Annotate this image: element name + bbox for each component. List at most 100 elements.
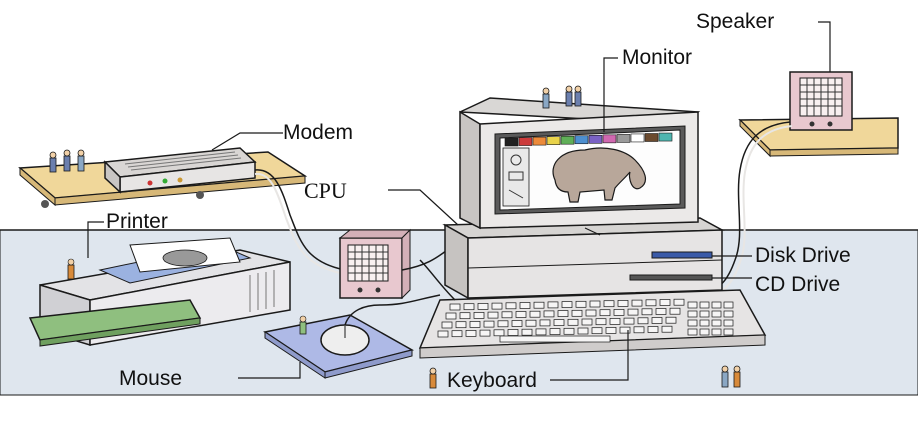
palette-swatch	[518, 137, 533, 146]
keyboard-key	[647, 326, 659, 333]
keyboard-key	[665, 316, 677, 324]
keyboard-spacebar	[499, 335, 611, 343]
keyboard-key	[585, 309, 597, 317]
monitor-device	[459, 97, 701, 236]
keyboard-key	[673, 298, 685, 306]
mouse-device	[263, 294, 441, 379]
paint-palette	[504, 132, 673, 147]
keyboard-key	[479, 329, 491, 337]
keyboard-key	[437, 330, 449, 338]
palette-swatch	[504, 137, 519, 147]
keyboard-label: Keyboard	[447, 369, 537, 392]
keyboard-key	[547, 301, 559, 309]
keyboard-key	[633, 326, 645, 334]
modem-label: Modem	[283, 121, 354, 144]
keyboard-key	[575, 300, 587, 308]
keyboard-key	[591, 327, 603, 335]
keyboard-key	[491, 302, 503, 310]
numpad-key	[687, 319, 698, 327]
keyboard-key	[445, 312, 457, 320]
keyboard-key	[473, 312, 485, 319]
keyboard-key	[619, 326, 631, 334]
keyboard-key	[617, 300, 629, 307]
keyboard-key	[477, 303, 489, 310]
palette-swatch	[658, 132, 673, 142]
numpad-key	[687, 310, 698, 318]
cd-drive-label: CD Drive	[755, 273, 841, 296]
speaker-device	[699, 71, 853, 299]
tiny-people-left	[49, 149, 85, 173]
keyboard-key	[641, 308, 653, 316]
keyboard-key	[511, 320, 523, 327]
keyboard-key	[661, 325, 673, 333]
keyboard-key	[557, 310, 569, 317]
tiny-people-monitor	[542, 85, 582, 109]
numpad-key	[711, 319, 722, 327]
numpad-key	[723, 328, 734, 336]
keyboard-key	[441, 321, 453, 329]
printer-device	[28, 237, 291, 347]
keyboard-key	[595, 318, 607, 326]
keyboard-key	[609, 318, 621, 325]
keyboard-key	[655, 308, 667, 315]
cpu-label: CPU	[304, 178, 347, 203]
monitor-label: Monitor	[622, 46, 693, 69]
modem-device	[103, 147, 346, 275]
keyboard-key	[501, 311, 513, 319]
keyboard-key	[525, 319, 537, 327]
keyboard-key	[659, 299, 671, 306]
keyboard-key	[605, 327, 617, 334]
keyboard-key	[507, 329, 519, 336]
keyboard-key	[627, 308, 639, 316]
keyboard-key	[483, 320, 495, 328]
numpad-key	[699, 319, 710, 327]
keyboard-key	[459, 312, 471, 320]
numpad-key	[711, 328, 722, 336]
keyboard-key	[567, 318, 579, 326]
numpad-key	[699, 310, 710, 318]
keyboard-key	[533, 301, 545, 309]
keyboard-key	[599, 309, 611, 317]
palette-swatch	[560, 135, 575, 145]
palette-swatch	[602, 134, 617, 144]
keyboard-device	[418, 259, 767, 359]
numpad-key	[699, 301, 710, 309]
keyboard-key	[469, 321, 481, 328]
system-unit	[442, 217, 725, 300]
palette-swatch	[588, 135, 603, 144]
right-shelf	[738, 117, 899, 158]
palette-swatch	[532, 136, 547, 146]
palette-swatch	[574, 135, 589, 145]
mouse-label: Mouse	[119, 367, 183, 390]
keyboard-key	[519, 302, 531, 309]
keyboard-key	[589, 300, 601, 308]
speaker-label: Speaker	[696, 10, 775, 33]
cd-drive-slot	[629, 274, 713, 281]
keyboard-key	[613, 309, 625, 316]
disk-drive-label: Disk Drive	[755, 244, 851, 267]
leader-lines	[87, 21, 831, 381]
keyboard-key	[561, 301, 573, 308]
keyboard-key	[449, 303, 461, 311]
keyboard-key	[505, 302, 517, 310]
keyboard-key	[455, 321, 467, 329]
keyboard-key	[463, 303, 475, 311]
keyboard-key	[529, 310, 541, 318]
keyboard-key	[543, 310, 555, 318]
keyboard-key	[603, 300, 615, 308]
keyboard-key	[553, 319, 565, 326]
keyboard-key	[451, 330, 463, 338]
numpad-key	[687, 328, 698, 336]
disk-drive-slot	[651, 251, 713, 259]
tiny-people-bottom	[429, 365, 741, 389]
keyboard-key	[577, 327, 589, 335]
numpad-key	[723, 310, 734, 318]
keyboard-key	[645, 299, 657, 307]
mammoth-drawing	[552, 147, 647, 203]
keyboard-key	[631, 299, 643, 307]
keyboard-keys	[437, 298, 734, 343]
keyboard-key	[465, 330, 477, 337]
keyboard-key	[521, 328, 533, 336]
keyboard-key	[581, 318, 593, 326]
